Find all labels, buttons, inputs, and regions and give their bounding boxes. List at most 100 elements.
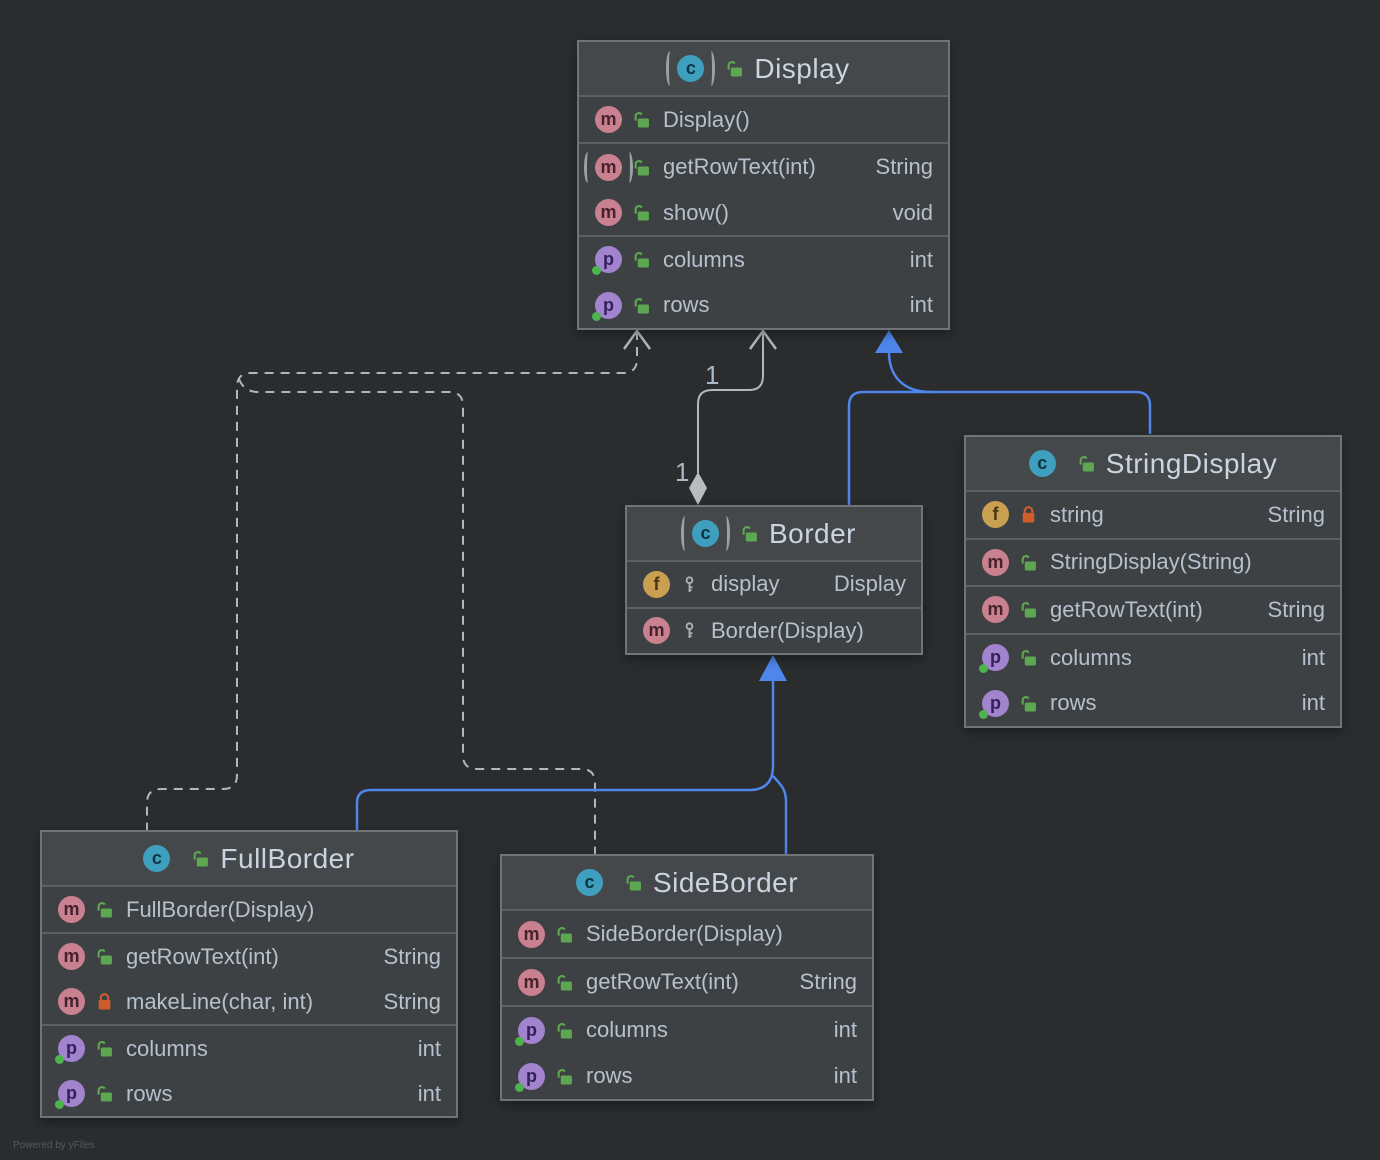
class-node-display[interactable]: c Display m Display() m getRowText(int) … <box>577 40 950 330</box>
member-name: string <box>1050 501 1104 527</box>
member-row[interactable]: m getRowText(int) String <box>579 142 948 190</box>
property-icon: p <box>58 1080 85 1107</box>
private-lock-icon <box>1020 506 1037 523</box>
edge-inheritance-to-border[interactable] <box>355 655 788 854</box>
member-row[interactable]: p rows int <box>966 680 1340 726</box>
multiplicity-label-display-end: 1 <box>705 360 720 390</box>
property-icon: p <box>518 1016 545 1044</box>
edge-dependency-to-display[interactable] <box>146 328 652 854</box>
edge-aggregation-border-display[interactable] <box>689 328 778 505</box>
member-row[interactable]: m StringDisplay(String) <box>966 537 1340 586</box>
member-row[interactable]: p rows int <box>502 1053 872 1099</box>
class-node-stringdisplay[interactable]: c StringDisplay f string String m String… <box>964 435 1342 728</box>
class-node-border[interactable]: c Border f display Display m Border(Disp… <box>625 505 923 655</box>
member-type: String <box>799 969 857 994</box>
member-row[interactable]: m Border(Display) <box>627 606 921 653</box>
member-type: Display <box>833 571 906 597</box>
member-row[interactable]: m show() void <box>579 189 948 236</box>
member-row[interactable]: p columns int <box>966 632 1340 681</box>
open-arrowhead-icon <box>622 328 652 350</box>
unlocked-icon <box>96 901 113 918</box>
method-icon: m <box>982 596 1009 624</box>
multiplicity-label-border-end: 1 <box>675 457 690 487</box>
member-row[interactable]: m getRowText(int) String <box>966 585 1340 633</box>
unlocked-icon <box>633 251 650 268</box>
member-name: rows <box>126 1080 173 1106</box>
member-row[interactable]: m Display() <box>579 97 948 143</box>
private-lock-icon <box>96 993 113 1010</box>
class-name: Display <box>754 52 850 84</box>
member-row[interactable]: m getRowText(int) String <box>502 957 872 1005</box>
member-type: int <box>833 1063 857 1088</box>
edge-inheritance-to-display[interactable] <box>847 330 1152 505</box>
member-row[interactable]: m makeLine(char, int) String <box>42 979 456 1024</box>
class-header[interactable]: c Display <box>579 42 948 97</box>
unlocked-icon <box>556 926 573 943</box>
unlocked-icon <box>556 974 573 991</box>
member-name: display <box>711 571 780 597</box>
member-row[interactable]: p rows int <box>579 282 948 329</box>
unlocked-icon <box>96 948 113 965</box>
member-name: StringDisplay(String) <box>1050 549 1252 575</box>
field-icon: f <box>982 501 1009 529</box>
inheritance-arrowhead-icon <box>759 655 787 681</box>
unlocked-icon <box>1020 695 1037 712</box>
member-row[interactable]: m FullBorder(Display) <box>42 887 456 932</box>
class-icon: c <box>1028 450 1056 477</box>
member-row[interactable]: p columns int <box>42 1024 456 1071</box>
unlocked-icon <box>633 297 650 314</box>
method-icon: m <box>58 896 85 923</box>
member-row[interactable]: m getRowText(int) String <box>42 932 456 979</box>
unlocked-icon <box>96 1085 113 1102</box>
method-icon: m <box>58 943 85 970</box>
class-header[interactable]: c StringDisplay <box>966 437 1340 492</box>
member-type: String <box>875 154 933 180</box>
member-row[interactable]: m SideBorder(Display) <box>502 911 872 957</box>
member-type: int <box>417 1035 441 1061</box>
abstract-paren-icon <box>680 516 689 551</box>
unlocked-icon <box>726 60 743 77</box>
member-name: getRowText(int) <box>1050 596 1203 622</box>
unlocked-icon <box>1020 601 1037 618</box>
member-type: int <box>1301 690 1325 716</box>
abstract-paren-icon <box>666 51 674 86</box>
member-name: Display() <box>663 106 750 132</box>
property-icon: p <box>982 689 1009 717</box>
class-name: SideBorder <box>652 866 799 898</box>
abstract-paren-icon <box>584 151 592 183</box>
property-icon: p <box>595 246 622 274</box>
member-row[interactable]: p columns int <box>579 235 948 283</box>
member-name: Border(Display) <box>711 617 864 643</box>
class-node-fullborder[interactable]: c FullBorder m FullBorder(Display) m get… <box>40 830 458 1118</box>
member-type: String <box>383 943 441 969</box>
member-row[interactable]: p columns int <box>502 1005 872 1053</box>
unlocked-icon <box>192 850 209 867</box>
member-type: int <box>909 246 933 272</box>
unlocked-icon <box>96 1040 113 1057</box>
class-header[interactable]: c SideBorder <box>502 856 872 911</box>
class-icon: c <box>691 520 719 547</box>
abstract-paren-icon <box>722 516 730 551</box>
method-icon: m <box>643 617 670 645</box>
class-header[interactable]: c FullBorder <box>42 832 456 887</box>
unlocked-icon <box>1078 455 1095 472</box>
method-icon: m <box>982 548 1009 576</box>
field-icon: f <box>643 570 670 598</box>
unlocked-icon <box>556 1068 573 1085</box>
method-icon: m <box>518 968 545 996</box>
class-icon: c <box>575 869 603 896</box>
member-name: getRowText(int) <box>663 154 816 180</box>
property-icon: p <box>518 1062 545 1090</box>
member-row[interactable]: p rows int <box>42 1071 456 1116</box>
member-type: String <box>383 988 441 1014</box>
class-node-sideborder[interactable]: c SideBorder m SideBorder(Display) m get… <box>500 854 874 1101</box>
member-type: String <box>1267 596 1325 622</box>
class-header[interactable]: c Border <box>627 507 921 562</box>
abstract-paren-icon <box>625 151 633 183</box>
member-row[interactable]: f string String <box>966 492 1340 538</box>
member-name: columns <box>586 1017 668 1042</box>
member-name: makeLine(char, int) <box>126 988 314 1014</box>
member-row[interactable]: f display Display <box>627 562 921 607</box>
